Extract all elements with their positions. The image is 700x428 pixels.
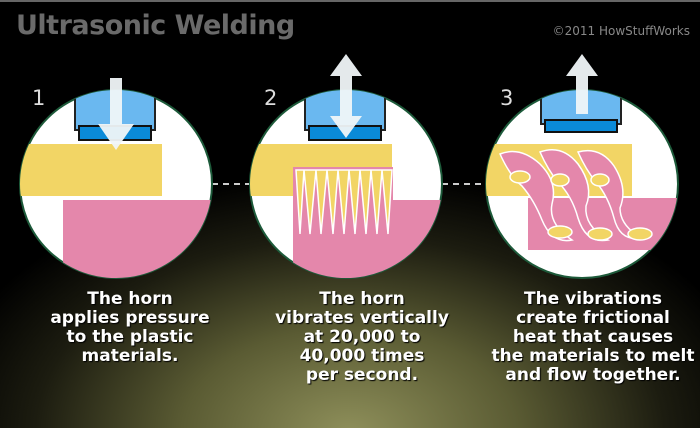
step-caption: The vibrations create frictional heat th… [491, 289, 695, 385]
step-3-illustration [485, 54, 679, 279]
step-2-illustration [249, 54, 443, 279]
arrow-up-icon [566, 54, 598, 114]
step-caption: The horn vibrates vertically at 20,000 t… [275, 289, 449, 385]
arrow-down-icon [98, 78, 134, 150]
title: Ultrasonic Welding [16, 10, 295, 41]
bottom-material [63, 200, 212, 278]
arrow-up-down-icon [330, 54, 362, 138]
step-number: 2 [264, 86, 278, 110]
step-number: 3 [500, 86, 514, 110]
vibration-waves [295, 169, 393, 235]
step-number: 1 [32, 86, 46, 110]
top-material [20, 144, 162, 196]
copyright: ©2011 HowStuffWorks [552, 24, 690, 38]
step-caption: The horn applies pressure to the plastic… [50, 289, 210, 366]
step-1-illustration [19, 78, 213, 279]
